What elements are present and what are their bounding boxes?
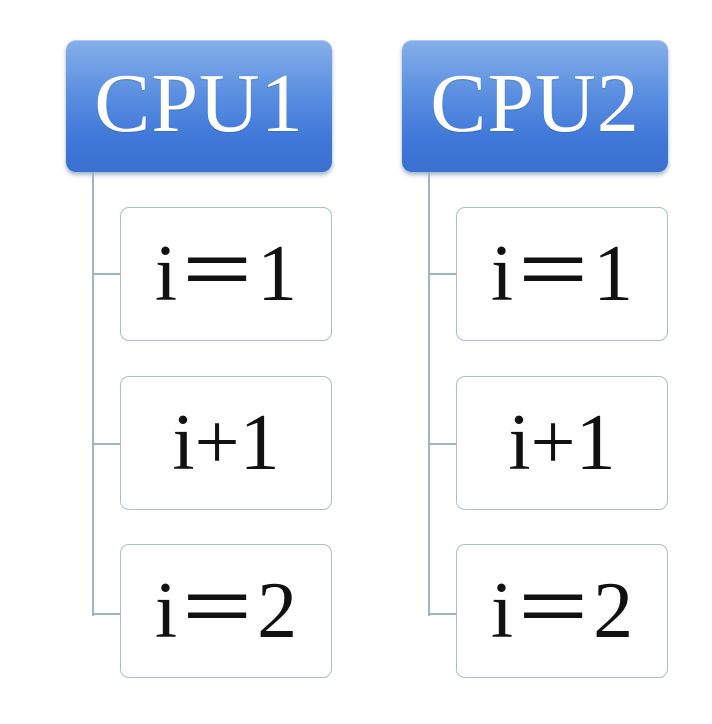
cpu1-connector-branch-3 bbox=[92, 613, 120, 615]
cpu1-header: CPU1 bbox=[66, 40, 332, 172]
cpu2-connector-branch-2 bbox=[428, 443, 456, 445]
cpu2-column: CPU2 i＝1 i+1 i＝2 bbox=[402, 0, 682, 724]
cpu2-connector-branch-1 bbox=[428, 273, 456, 275]
cpu1-connector-trunk bbox=[92, 172, 94, 616]
cpu2-step-3: i＝2 bbox=[456, 544, 668, 678]
cpu1-title: CPU1 bbox=[94, 57, 304, 150]
cpu2-step-1: i＝1 bbox=[456, 207, 668, 341]
cpu2-step-1-label: i＝1 bbox=[490, 230, 634, 318]
cpu1-step-1-label: i＝1 bbox=[154, 230, 298, 318]
cpu1-step-2: i+1 bbox=[120, 376, 332, 510]
cpu1-step-3-label: i＝2 bbox=[154, 567, 298, 655]
cpu2-title: CPU2 bbox=[430, 57, 640, 150]
cpu1-step-3: i＝2 bbox=[120, 544, 332, 678]
cpu1-connector-branch-1 bbox=[92, 273, 120, 275]
cpu2-step-2: i+1 bbox=[456, 376, 668, 510]
cpu2-connector-trunk bbox=[428, 172, 430, 616]
cpu1-step-1: i＝1 bbox=[120, 207, 332, 341]
cpu1-column: CPU1 i＝1 i+1 i＝2 bbox=[66, 0, 346, 724]
cpu1-step-2-label: i+1 bbox=[172, 399, 280, 487]
cpu2-header: CPU2 bbox=[402, 40, 668, 172]
cpu2-connector-branch-3 bbox=[428, 613, 456, 615]
cpu2-step-2-label: i+1 bbox=[508, 399, 616, 487]
cpu1-connector-branch-2 bbox=[92, 443, 120, 445]
cpu2-step-3-label: i＝2 bbox=[490, 567, 634, 655]
